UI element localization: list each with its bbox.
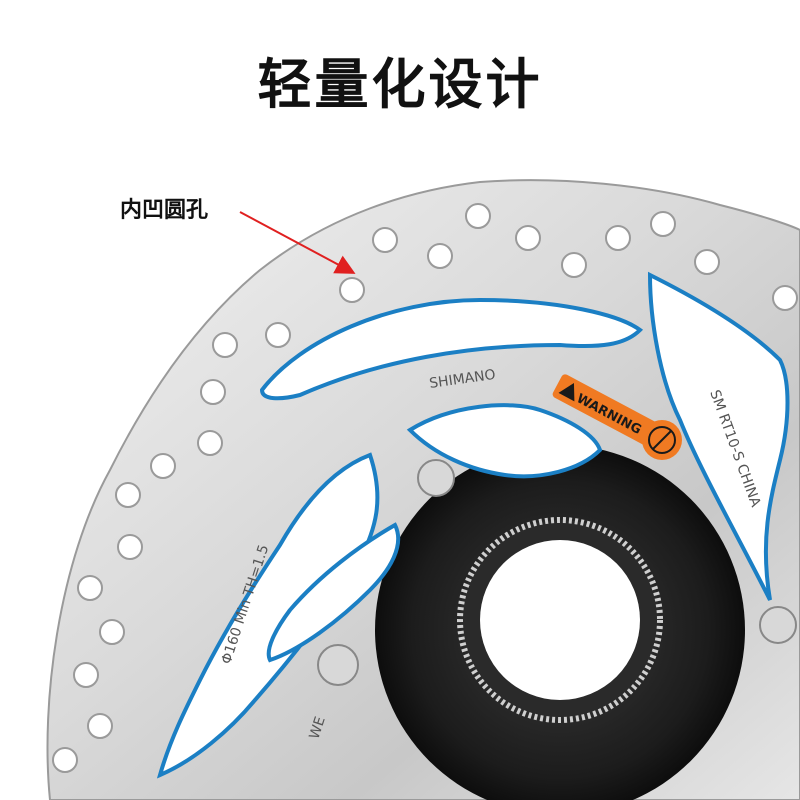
vent-hole (150, 453, 176, 479)
vent-hole (212, 332, 238, 358)
callout-arrow (239, 211, 356, 274)
rivet (317, 644, 359, 686)
warning-triangle-icon (558, 383, 575, 402)
rivet (759, 606, 797, 644)
center-bore (480, 540, 640, 700)
cutout-upper (259, 297, 644, 401)
page-title: 轻量化设计 (257, 53, 543, 116)
vent-hole (339, 277, 365, 303)
vent-hole (73, 662, 99, 688)
vent-hole (372, 227, 398, 253)
vent-hole (115, 482, 141, 508)
cutout-right (647, 271, 790, 601)
vent-hole (465, 203, 491, 229)
vent-hole (265, 322, 291, 348)
vent-hole (427, 243, 453, 269)
rivets (317, 459, 797, 686)
vent-hole (77, 575, 103, 601)
vent-hole (200, 379, 226, 405)
rivet (417, 459, 455, 497)
vent-hole (650, 211, 676, 237)
cutout-lower (266, 522, 401, 663)
side-mark: WE (307, 715, 329, 742)
vent-hole (772, 285, 798, 311)
vent-hole (694, 249, 720, 275)
prohibition-icon (648, 426, 676, 454)
vent-hole (561, 252, 587, 278)
callout-label: 内凹圆孔 (120, 198, 209, 223)
vent-hole (117, 534, 143, 560)
vent-hole (197, 430, 223, 456)
spoke-cutouts (156, 271, 790, 779)
vent-hole (605, 225, 631, 251)
vent-hole (515, 225, 541, 251)
vent-hole (87, 713, 113, 739)
cutout-middle (406, 403, 603, 479)
vent-holes (52, 203, 798, 773)
vent-hole (99, 619, 125, 645)
vent-hole (52, 747, 78, 773)
